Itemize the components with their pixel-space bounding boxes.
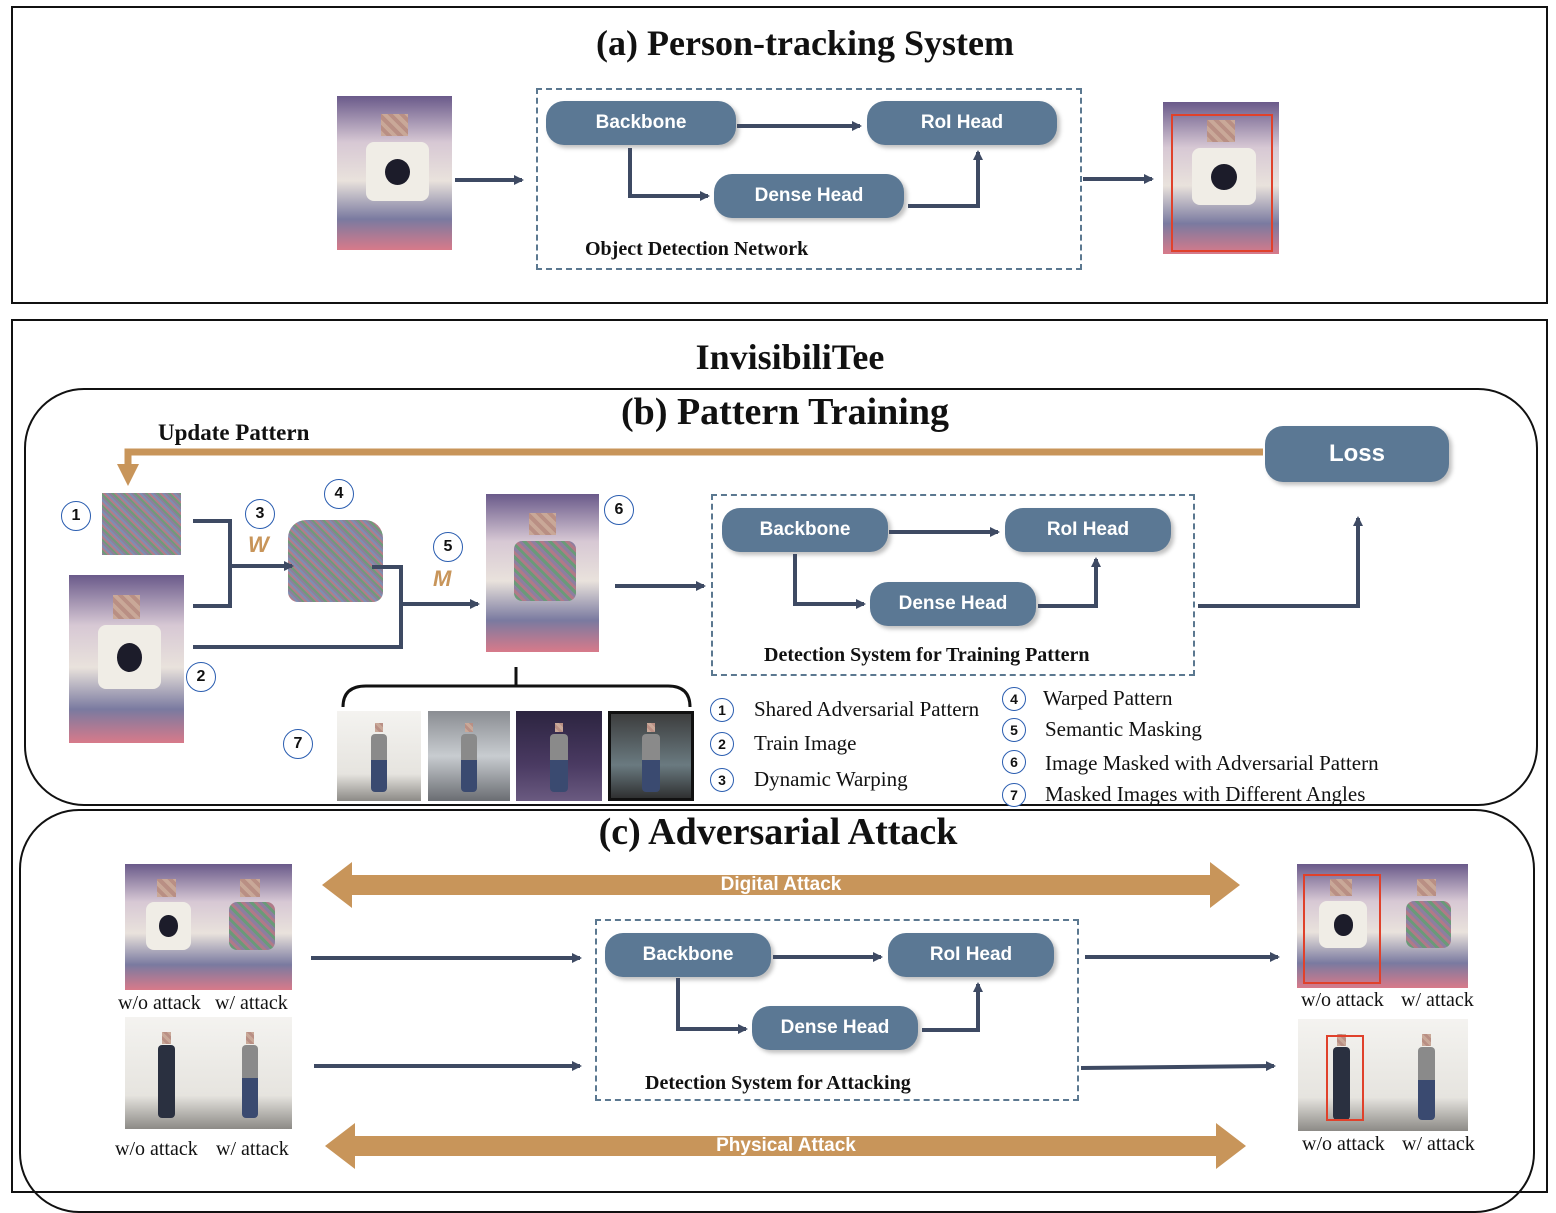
digital-output-wo-label: w/o attack <box>1301 989 1384 1011</box>
physical-input-clean <box>125 1017 208 1129</box>
panel-a-frame <box>11 6 1548 304</box>
output-photo <box>1163 102 1279 254</box>
legend-marker-3: 3 <box>710 768 734 792</box>
legend-text-1: Shared Adversarial Pattern <box>754 697 980 721</box>
train-image <box>69 575 184 743</box>
physical-output-attacked <box>1385 1019 1468 1131</box>
panel-c-title: (c) Adversarial Attack <box>598 811 958 853</box>
legend-marker-4: 4 <box>1002 687 1026 711</box>
angle-image-3 <box>516 711 602 801</box>
detection-box <box>1303 874 1381 984</box>
training-system-label: Detection System for Training Pattern <box>764 644 1090 666</box>
connector-pattern-to-warp <box>193 519 232 608</box>
input-photo <box>337 96 452 250</box>
digital-input-wo-label: w/o attack <box>118 992 201 1014</box>
arrow-dense-to-roi <box>1038 557 1101 608</box>
shared-adversarial-pattern <box>102 493 181 555</box>
detection-box <box>1171 114 1273 252</box>
digital-output-clean <box>1297 864 1385 988</box>
backbone-node: Backbone <box>722 508 888 552</box>
legend-marker-6: 6 <box>1002 750 1026 774</box>
attacking-detection-system-box <box>595 919 1079 1101</box>
legend-text-6: Image Masked with Adversarial Pattern <box>1045 751 1379 775</box>
digital-attack-label: Digital Attack <box>720 874 842 895</box>
step-6-marker: 6 <box>604 495 634 525</box>
backbone-node: Backbone <box>605 933 771 977</box>
backbone-node: Backbone <box>546 101 736 145</box>
physical-output-wo-label: w/o attack <box>1302 1133 1385 1155</box>
legend-marker-7: 7 <box>1002 783 1026 807</box>
loss-node: Loss <box>1265 426 1449 482</box>
connector-layer <box>117 121 1363 1169</box>
digital-input-clean <box>125 864 208 990</box>
dense-head-node: Dense Head <box>870 582 1036 626</box>
arrow-dense-to-roi <box>922 982 983 1032</box>
angle-image-1 <box>337 711 421 801</box>
mask-symbol: M <box>433 566 452 591</box>
warped-pattern <box>288 520 383 602</box>
step-2-marker: 2 <box>186 662 216 692</box>
physical-input-w-label: w/ attack <box>216 1138 289 1160</box>
step-5-marker: 5 <box>433 532 463 562</box>
invisibilitee-title: InvisibiliTee <box>695 337 885 377</box>
physical-input-attacked <box>208 1017 292 1129</box>
physical-input-wo-label: w/o attack <box>115 1138 198 1160</box>
digital-input-attacked <box>208 864 292 990</box>
roi-head-node: RoI Head <box>888 933 1054 977</box>
arrow-backbone-to-dense <box>628 148 710 201</box>
object-detection-network-label: Object Detection Network <box>585 238 809 260</box>
masked-image <box>486 494 599 652</box>
update-pattern-arrow <box>117 448 1263 486</box>
connector-warped-to-mask <box>193 565 403 649</box>
legend-text-4: Warped Pattern <box>1043 686 1173 710</box>
physical-attack-arrow <box>325 1123 1246 1169</box>
physical-attack-label: Physical Attack <box>716 1135 856 1156</box>
object-detection-network-box <box>536 88 1082 270</box>
arrow-system-to-loss <box>1198 516 1363 608</box>
angle-image-4 <box>608 711 694 801</box>
angle-images-brace <box>341 684 692 708</box>
angle-image-2 <box>428 711 510 801</box>
physical-output-clean <box>1298 1019 1385 1131</box>
digital-input-w-label: w/ attack <box>215 992 288 1014</box>
legend-marker-2: 2 <box>710 732 734 756</box>
legend-text-7: Masked Images with Different Angles <box>1045 782 1366 806</box>
detection-box <box>1326 1035 1364 1121</box>
arrow-backbone-to-dense <box>793 554 866 609</box>
step-4-marker: 4 <box>324 479 354 509</box>
arrow-backbone-to-dense <box>676 978 748 1034</box>
panel-b-frame <box>24 388 1538 806</box>
arrow-system-to-physical-output <box>1080 1061 1276 1072</box>
step-3-marker: 3 <box>245 499 275 529</box>
legend-text-2: Train Image <box>754 731 857 755</box>
dense-head-node: Dense Head <box>752 1006 918 1050</box>
physical-output-w-label: w/ attack <box>1402 1133 1475 1155</box>
legend-marker-5: 5 <box>1002 718 1026 742</box>
panel-b-title: (b) Pattern Training <box>621 391 949 433</box>
arrow-dense-to-roi <box>908 150 983 208</box>
legend-text-3: Dynamic Warping <box>754 767 908 791</box>
digital-attack-arrow <box>322 862 1240 908</box>
roi-head-node: RoI Head <box>867 101 1057 145</box>
roi-head-node: RoI Head <box>1005 508 1171 552</box>
digital-output-w-label: w/ attack <box>1401 989 1474 1011</box>
digital-output-attacked <box>1385 864 1468 988</box>
update-pattern-label: Update Pattern <box>158 420 310 445</box>
dense-head-node: Dense Head <box>714 174 904 218</box>
panel-a-title: (a) Person-tracking System <box>596 23 1014 63</box>
attacking-system-label: Detection System for Attacking <box>645 1072 911 1094</box>
training-detection-system-box <box>711 494 1195 676</box>
warp-symbol: W <box>248 532 269 557</box>
step-7-marker: 7 <box>283 729 313 759</box>
legend-marker-1: 1 <box>710 698 734 722</box>
step-1-marker: 1 <box>61 501 91 531</box>
legend-text-5: Semantic Masking <box>1045 717 1202 741</box>
